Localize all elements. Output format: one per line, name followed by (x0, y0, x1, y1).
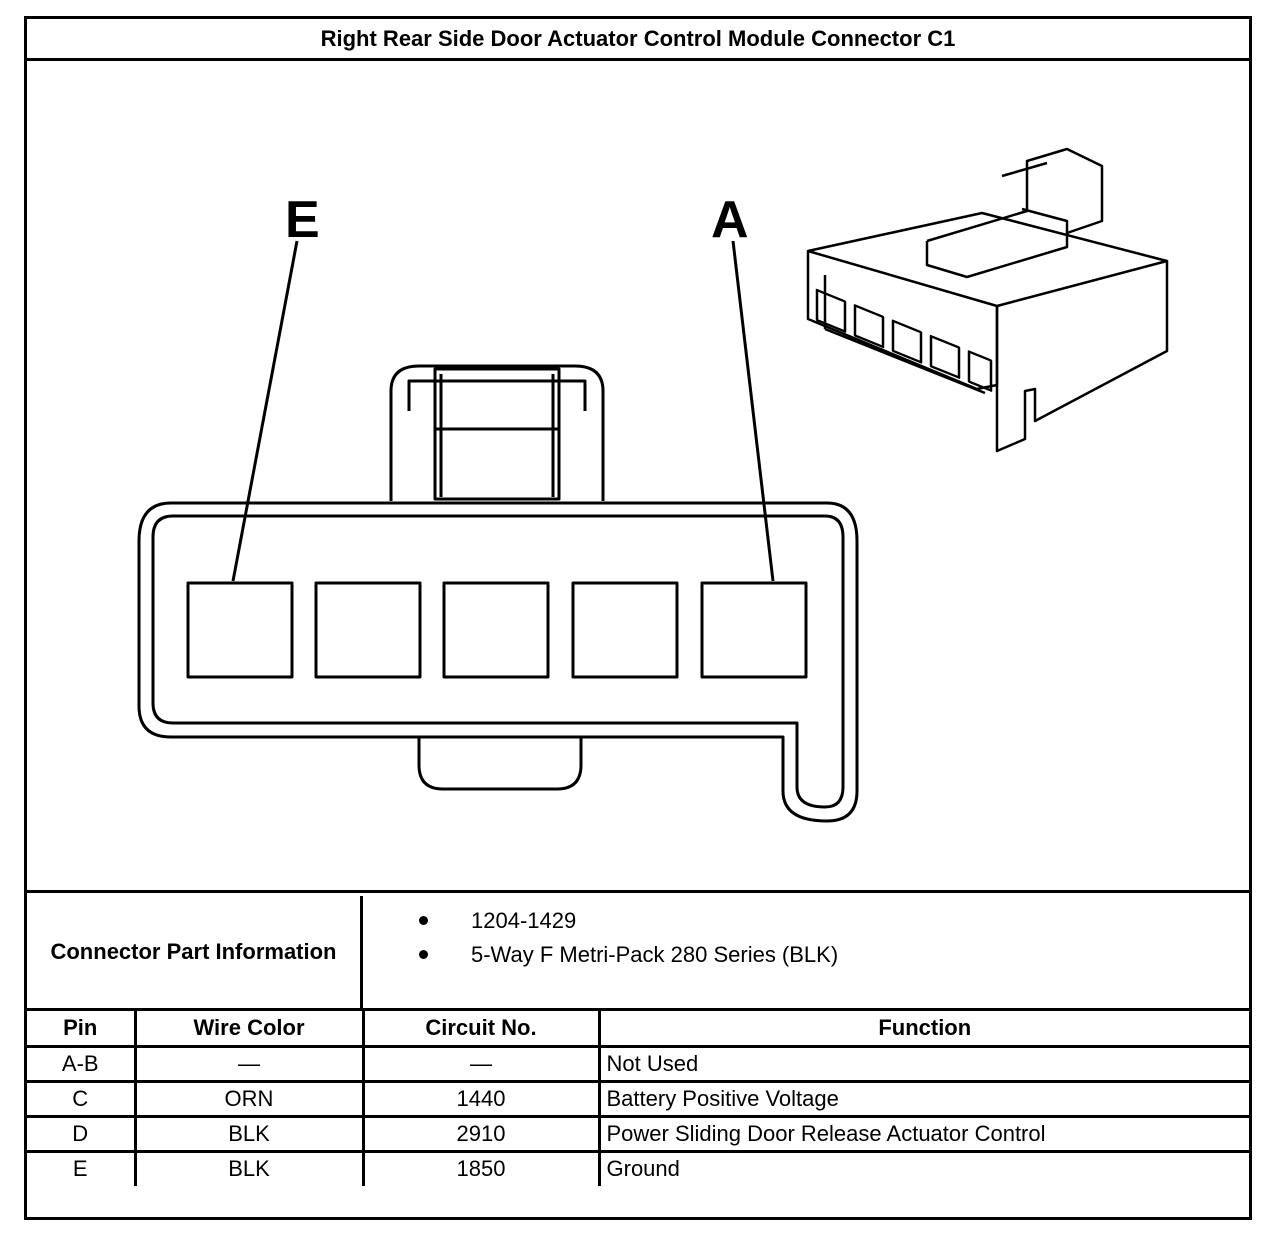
part-info-label: Connector Part Information (27, 896, 363, 1008)
cell-pin: C (27, 1079, 137, 1118)
connector-series: 5-Way F Metri-Pack 280 Series (BLK) (471, 942, 839, 967)
bullet-icon (419, 916, 428, 925)
table-row: C ORN 1440 Battery Positive Voltage (27, 1079, 1249, 1118)
cell-wire-color: — (133, 1044, 365, 1083)
cell-function: Battery Positive Voltage (597, 1079, 1249, 1118)
table-header-row: Pin Wire Color Circuit No. Function (27, 1011, 1249, 1048)
cell-function: Not Used (597, 1044, 1249, 1083)
cell-circuit-no: — (361, 1044, 601, 1083)
cell-wire-color: BLK (133, 1149, 365, 1186)
part-info-list: 1204-1429 5-Way F Metri-Pack 280 Series … (363, 896, 1249, 1008)
header-pin: Pin (27, 1011, 137, 1048)
header-function: Function (597, 1011, 1249, 1048)
cell-wire-color: ORN (133, 1079, 365, 1118)
bullet-icon (419, 950, 428, 959)
cell-circuit-no: 1440 (361, 1079, 601, 1118)
cell-function: Ground (597, 1149, 1249, 1186)
cell-circuit-no: 2910 (361, 1114, 601, 1153)
header-circuit-no: Circuit No. (361, 1011, 601, 1048)
page-title: Right Rear Side Door Actuator Control Mo… (27, 19, 1249, 61)
cell-circuit-no: 1850 (361, 1149, 601, 1186)
connector-drawing: E A (27, 61, 1249, 893)
table-row: D BLK 2910 Power Sliding Door Release Ac… (27, 1114, 1249, 1153)
pin-table: Pin Wire Color Circuit No. Function A-B … (27, 1011, 1249, 1186)
header-wire-color: Wire Color (133, 1011, 365, 1048)
connector-part-information: Connector Part Information 1204-1429 5-W… (27, 896, 1249, 1011)
label-a: A (711, 191, 749, 249)
part-number: 1204-1429 (471, 908, 577, 933)
connector-isometric-view (806, 147, 1169, 453)
cavity-a (700, 581, 808, 679)
list-item: 1204-1429 (419, 904, 1249, 938)
table-row: A-B — — Not Used (27, 1044, 1249, 1083)
cavity-d (314, 581, 422, 679)
leader-line-e (231, 240, 299, 582)
cavity-e (186, 581, 294, 679)
table-row: E BLK 1850 Ground (27, 1149, 1249, 1186)
connector-diagram: E A (137, 147, 1169, 823)
connector-housing (137, 501, 859, 823)
leader-line-a (731, 240, 775, 582)
list-item: 5-Way F Metri-Pack 280 Series (BLK) (419, 938, 1249, 972)
cavity-b (571, 581, 679, 679)
pin-cavities (186, 581, 808, 679)
cell-wire-color: BLK (133, 1114, 365, 1153)
cell-pin: D (27, 1114, 137, 1153)
cell-pin: E (27, 1149, 137, 1186)
connector-latch (389, 364, 605, 501)
cell-function: Power Sliding Door Release Actuator Cont… (597, 1114, 1249, 1153)
label-e: E (285, 191, 320, 249)
cavity-c (442, 581, 550, 679)
connector-sheet: Right Rear Side Door Actuator Control Mo… (24, 16, 1252, 1220)
cell-pin: A-B (27, 1044, 137, 1083)
